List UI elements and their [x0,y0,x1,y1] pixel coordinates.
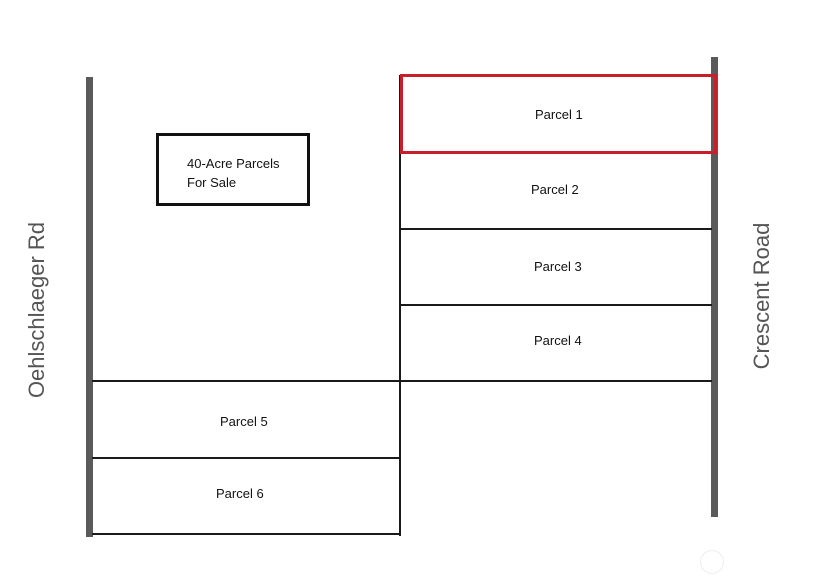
legend-box: 40-Acre Parcels For Sale [156,133,310,206]
crescent-road-line [711,57,718,517]
parcel-3-label: Parcel 3 [534,259,582,274]
legend-text: 40-Acre Parcels For Sale [187,154,279,192]
parcel-5-6-boundary [92,457,401,459]
parcel-2-label: Parcel 2 [531,182,579,197]
parcel-2-3-boundary [400,228,712,230]
corner-mark-icon [700,550,724,574]
parcel-4-label: Parcel 4 [534,333,582,348]
parcel-1-label: Parcel 1 [535,107,583,122]
parcel-4-5-boundary [92,380,712,382]
parcel-6-label: Parcel 6 [216,486,264,501]
crescent-road-label: Crescent Road [749,222,774,370]
oehlschlaeger-road-label: Oehlschlaeger Rd [24,221,49,399]
parcel-6-south-boundary [92,533,401,535]
parcel-3-4-boundary [400,304,712,306]
legend-line-2: For Sale [187,175,237,190]
parcel-5-label: Parcel 5 [220,414,268,429]
legend-line-1: 40-Acre Parcels [187,156,280,171]
parcel-1-highlight[interactable] [400,74,717,154]
oehlschlaeger-road-line [86,77,93,537]
